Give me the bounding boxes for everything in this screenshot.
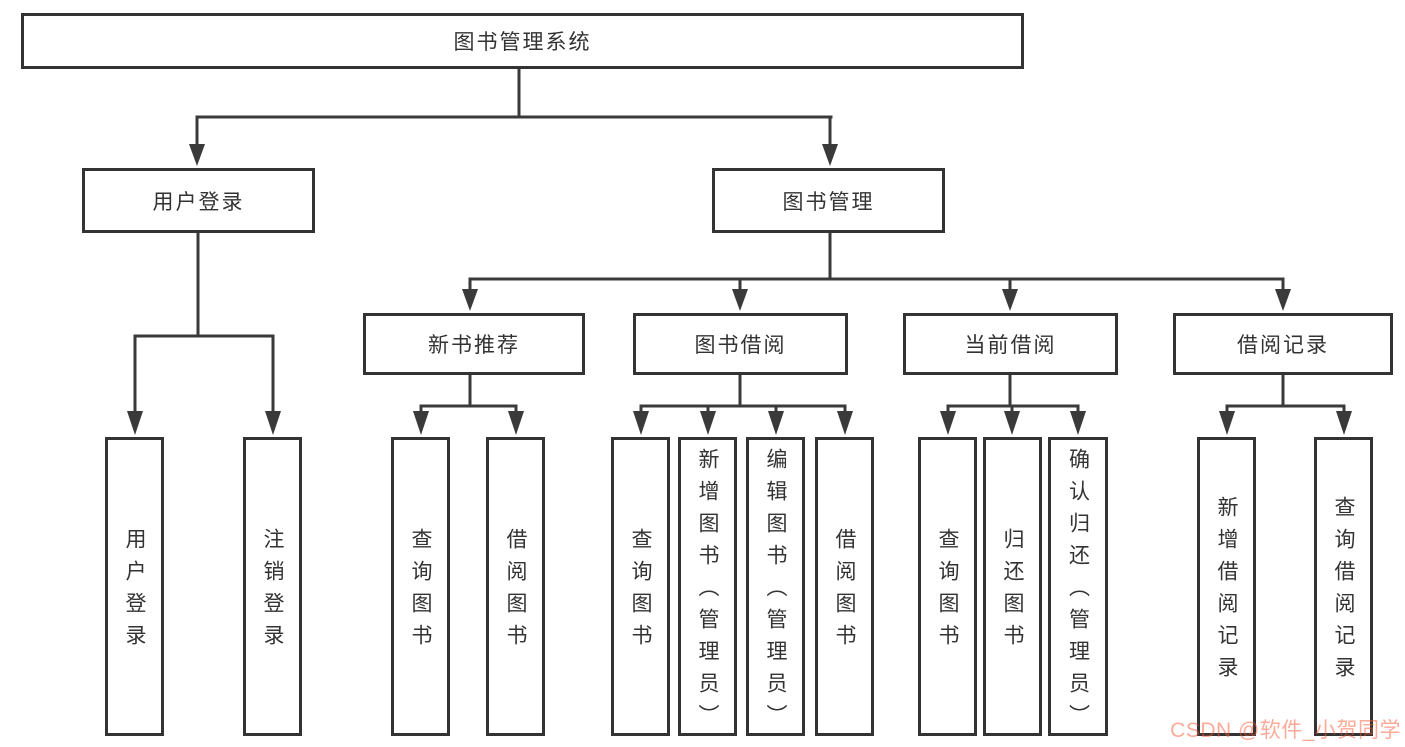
leaf-label: 查询图书: [409, 527, 432, 656]
leaf-borrow-books: 借阅图书: [815, 437, 874, 736]
node-user-login: 用户登录: [82, 168, 315, 233]
leaf-label: 查询借阅记录: [1332, 495, 1355, 688]
leaf-search-books: 查询图书: [611, 437, 670, 736]
node-current-borrowing: 当前借阅: [903, 313, 1118, 375]
leaf-label: 新增借阅记录: [1215, 495, 1238, 688]
leaf-edit-books-admin: 编辑图书（管理员）: [746, 437, 805, 736]
leaf-label: 编辑图书（管理员）: [764, 447, 787, 736]
leaf-label: 查询图书: [936, 527, 959, 656]
leaf-label: 借阅图书: [833, 527, 856, 656]
leaf-user-login: 用户登录: [105, 437, 164, 736]
leaf-label: 借阅图书: [504, 527, 527, 656]
leaf-search-current-books: 查询图书: [918, 437, 977, 736]
arrowheads: [127, 144, 1352, 435]
node-book-borrowing: 图书借阅: [633, 313, 848, 375]
leaf-borrow-books-recommend: 借阅图书: [486, 437, 545, 736]
leaf-logout: 注销登录: [243, 437, 302, 736]
leaf-search-books-recommend: 查询图书: [391, 437, 450, 736]
leaf-label: 确认归还（管理员）: [1066, 447, 1090, 736]
node-borrowing-records: 借阅记录: [1173, 313, 1393, 375]
node-new-book-recommendation: 新书推荐: [363, 313, 585, 375]
leaf-confirm-return-admin: 确认归还（管理员）: [1048, 437, 1108, 736]
node-book-management: 图书管理: [712, 168, 945, 233]
leaf-add-books-admin: 新增图书（管理员）: [678, 437, 737, 736]
leaf-label: 用户登录: [123, 527, 146, 656]
leaf-return-books: 归还图书: [983, 437, 1042, 736]
leaf-label: 新增图书（管理员）: [696, 447, 719, 736]
leaf-add-borrow-record: 新增借阅记录: [1197, 437, 1256, 736]
node-library-management-system: 图书管理系统: [21, 13, 1024, 69]
leaf-label: 注销登录: [261, 527, 284, 656]
leaf-label: 归还图书: [1001, 527, 1024, 656]
csdn-watermark: CSDN @软件_小贺同学: [1170, 719, 1401, 742]
leaf-label: 查询图书: [629, 527, 652, 656]
leaf-search-borrow-record: 查询借阅记录: [1314, 437, 1373, 736]
